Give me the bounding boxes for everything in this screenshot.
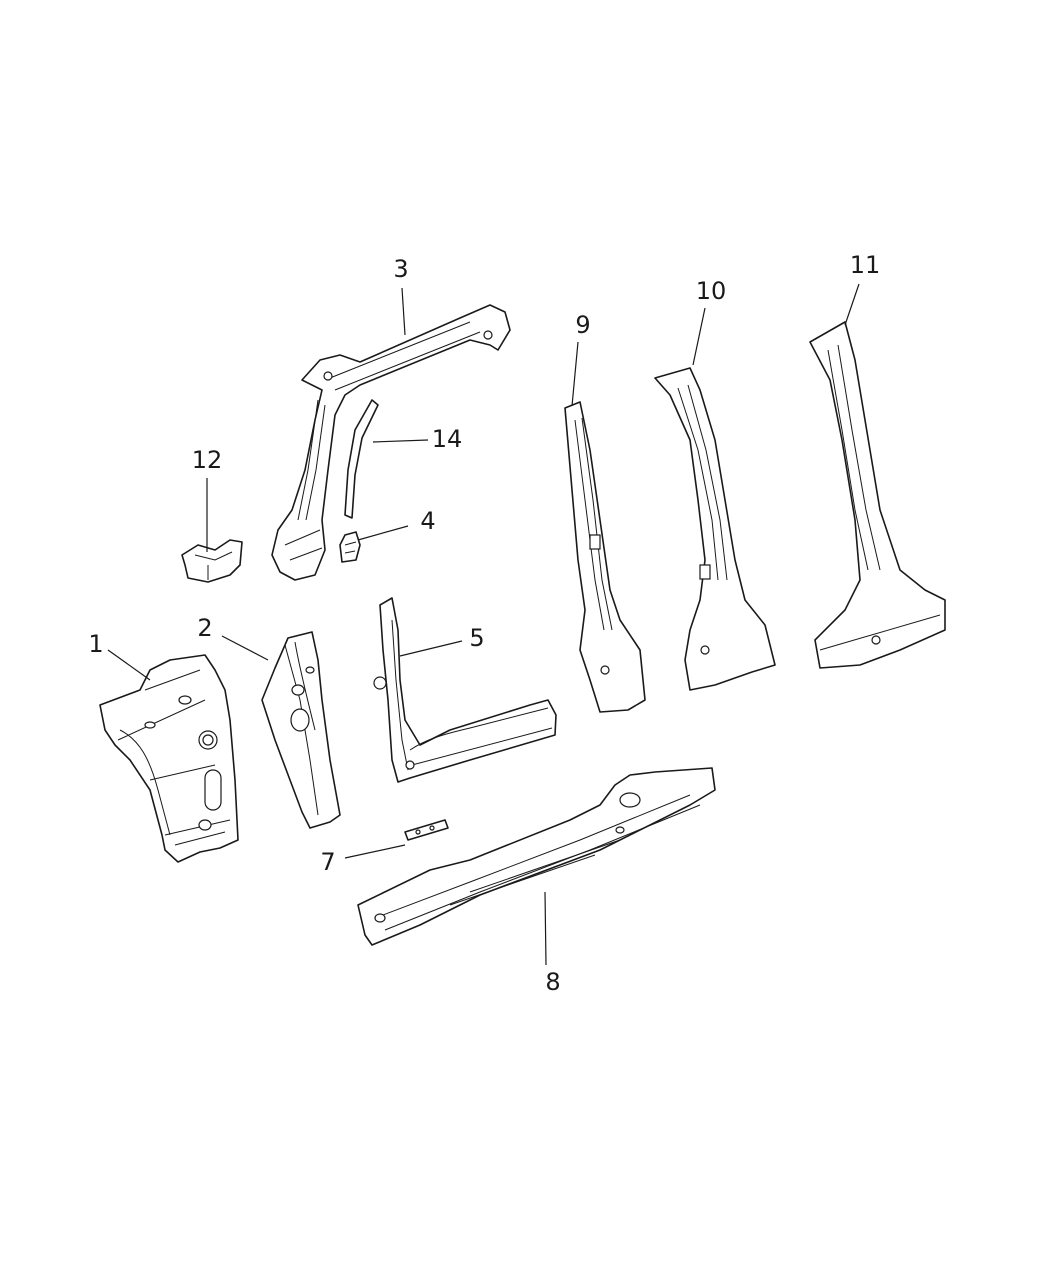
leader-11 [844, 283, 860, 326]
leader-8 [544, 891, 547, 966]
callout-4: 4 [420, 507, 435, 535]
leader-10 [692, 307, 706, 366]
leader-9 [571, 341, 579, 407]
part-5-body-side-inner [373, 597, 557, 783]
part-9-b-pillar-inner [564, 401, 646, 713]
callout-11: 11 [850, 251, 881, 279]
callout-14: 14 [432, 425, 463, 453]
leader-5 [399, 640, 463, 657]
part-4-bracket [339, 531, 361, 563]
part-7-plate [404, 819, 449, 841]
part-12-gusset [181, 539, 243, 583]
callout-labels: 1 2 3 4 5 7 8 9 10 11 12 14 [88, 251, 880, 996]
leader-3 [401, 287, 406, 336]
leader-4 [357, 525, 409, 541]
part-11-b-pillar-outer [809, 321, 946, 669]
callout-5: 5 [469, 624, 484, 652]
callout-3: 3 [393, 255, 408, 283]
leader-2 [221, 635, 269, 661]
leader-7 [344, 844, 406, 859]
leader-1 [107, 649, 151, 681]
part-10-b-pillar-reinforcement [654, 367, 776, 691]
leader-lines [107, 283, 860, 966]
leader-14 [372, 439, 429, 443]
part-3-roof-rail [271, 304, 511, 581]
callout-10: 10 [696, 277, 727, 305]
callout-1: 1 [88, 630, 103, 658]
part-8-rocker-panel [357, 767, 716, 946]
callout-9: 9 [575, 311, 590, 339]
part-2-pillar-reinforcement [261, 631, 341, 829]
callout-2: 2 [197, 614, 212, 642]
callout-8: 8 [545, 968, 560, 996]
part-1-hinge-pillar-panel [99, 654, 239, 863]
callout-7: 7 [320, 848, 335, 876]
part-14-weatherstrip [344, 399, 379, 519]
callout-12: 12 [192, 446, 223, 474]
